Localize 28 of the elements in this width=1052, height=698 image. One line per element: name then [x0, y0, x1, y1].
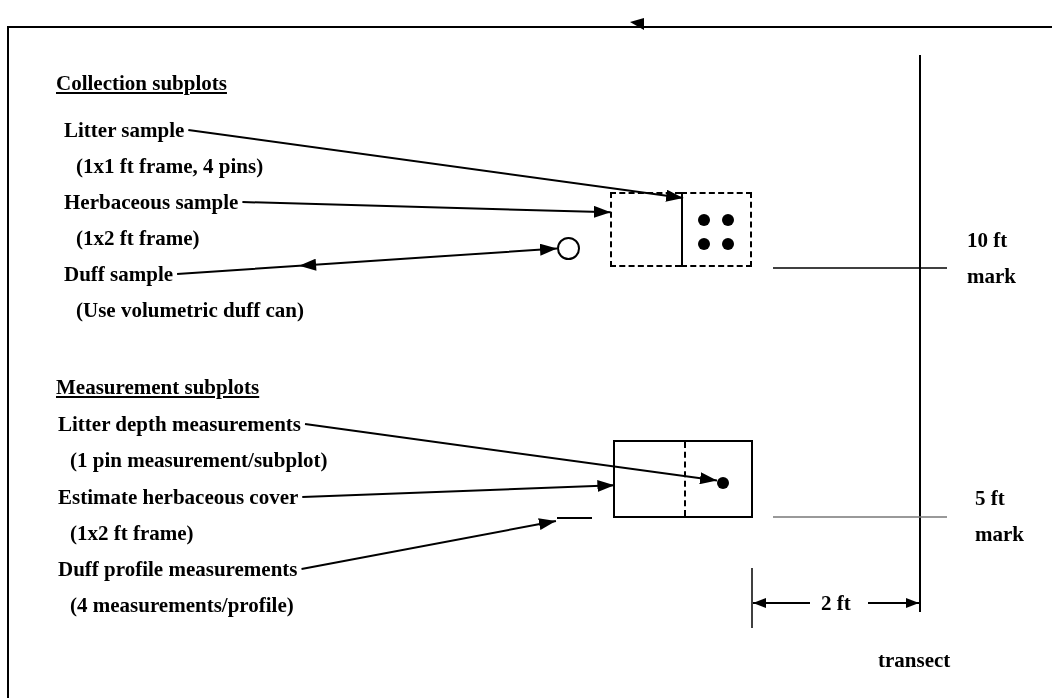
- pin-dot: [717, 477, 729, 489]
- mark-label: 10 ft mark: [967, 227, 1017, 290]
- measurement-frame: [613, 440, 753, 518]
- leader-arrow: [241, 201, 612, 218]
- item-note: (1 pin measurement/subplot): [69, 447, 328, 474]
- item-label: Litter sample: [64, 117, 185, 144]
- item-label: Herbaceous sample: [64, 189, 239, 216]
- leader-arrow: [304, 423, 718, 485]
- duff-can: [557, 237, 580, 260]
- item-label: Litter depth measurements: [58, 411, 302, 438]
- section-heading: Collection subplots: [56, 70, 227, 97]
- litter-frame: [681, 192, 752, 267]
- herbaceous-frame: [610, 192, 681, 267]
- profile-line: [557, 517, 592, 519]
- mark-label: 5 ft mark: [975, 485, 1025, 548]
- section-heading: Measurement subplots: [56, 374, 260, 401]
- item-label: Duff profile measurements: [58, 556, 298, 583]
- item-note: (1x2 ft frame): [69, 520, 194, 547]
- leader-arrow: [176, 244, 558, 275]
- leader-arrow: [300, 518, 557, 570]
- item-label: Duff sample: [64, 261, 174, 288]
- item-note: (4 measurements/profile): [69, 592, 294, 619]
- leader-arrow: [301, 479, 616, 498]
- item-note: (Use volumetric duff can): [75, 297, 305, 324]
- item-note: (1x2 ft frame): [75, 225, 200, 252]
- item-note: (1x1 ft frame, 4 pins): [75, 153, 264, 180]
- item-label: Estimate herbaceous cover: [58, 484, 299, 511]
- axis-label: transect: [878, 647, 951, 674]
